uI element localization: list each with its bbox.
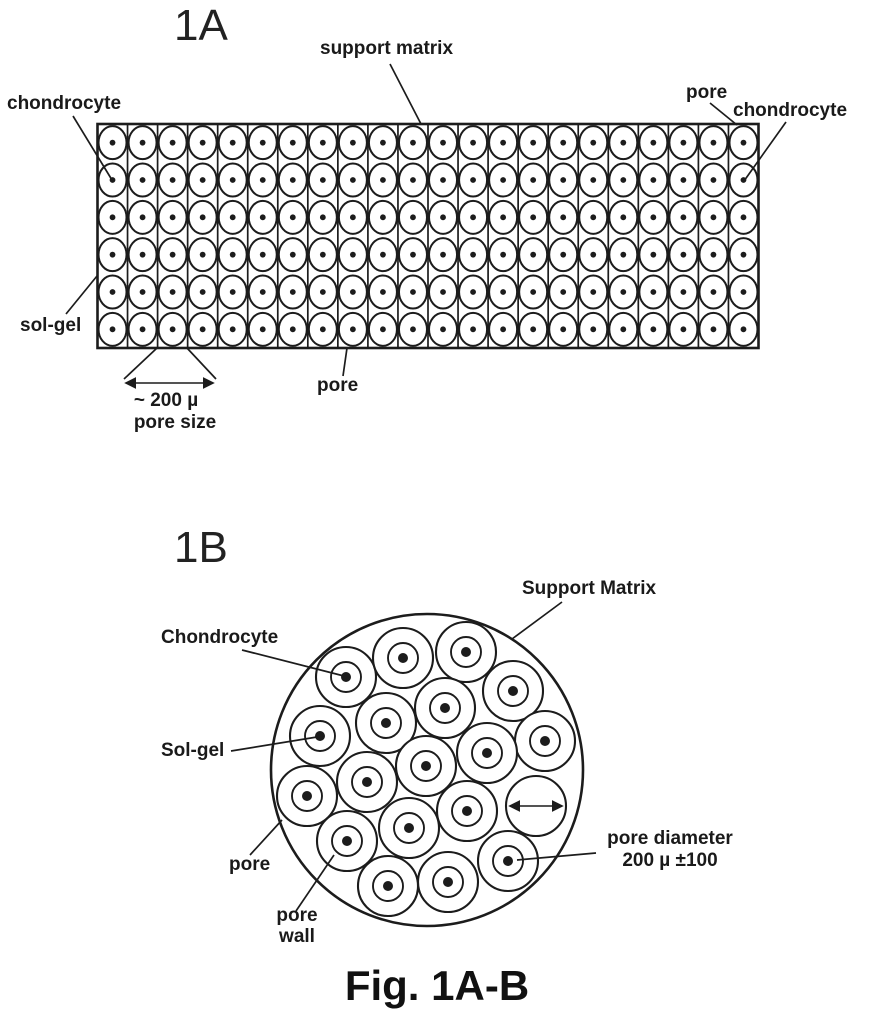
fig1a-leader-lines: [65, 63, 787, 389]
pore-size-label: pore size: [133, 412, 217, 433]
pore-b-leader-line: [249, 819, 283, 856]
pore-diameter-label: pore diameter: [607, 828, 733, 849]
support-matrix-grid: [96, 122, 760, 350]
pore-bottom-label: pore: [317, 375, 359, 396]
chondrocyte-left-label: chondrocyte: [7, 93, 122, 114]
support-matrix-label: support matrix: [320, 38, 454, 59]
panel-1a-label: 1A: [174, 1, 228, 50]
pore-size-funnel-left: [123, 347, 158, 380]
pore-wall-line2: wall: [279, 926, 315, 947]
support-matrix-b-leader-line: [511, 601, 563, 640]
scaffold-cross-section: [269, 612, 585, 928]
sol-gel-leader-line: [65, 275, 98, 315]
pore-diameter-value: 200 µ ±100: [622, 850, 718, 871]
sol-gel-b-leader-line: [230, 736, 318, 752]
pore-top-leader-line: [709, 102, 738, 126]
support-matrix-leader-line: [389, 63, 422, 125]
pore-size-value-label: ~ 200 µ: [133, 390, 199, 411]
fig1b-leader-lines: [230, 601, 597, 912]
panel-1b-label: 1B: [174, 523, 228, 572]
sol-gel-label: sol-gel: [20, 315, 82, 336]
pore-top-label: pore: [686, 82, 728, 103]
chondrocyte-right-leader-line: [743, 121, 787, 182]
pore-size-funnel-right: [186, 347, 217, 380]
pore-wall-leader-line: [295, 854, 335, 912]
pore-diameter-leader-line: [516, 852, 597, 861]
pore-wall-line1: pore: [276, 905, 318, 926]
pore-bottom-leader-line: [342, 347, 348, 377]
chondrocyte-left-leader-line: [72, 115, 113, 181]
pore-wall-label: pore wall: [257, 905, 337, 947]
pore-b-label: pore: [229, 854, 271, 875]
sol-gel-b-label: Sol-gel: [161, 740, 225, 761]
support-matrix-b-label: Support Matrix: [522, 578, 657, 599]
chondrocyte-b-leader-line: [241, 649, 345, 677]
chondrocyte-b-label: Chondrocyte: [161, 627, 279, 648]
chondrocyte-right-label: chondrocyte: [733, 100, 848, 121]
figure-caption: Fig. 1A-B: [344, 962, 530, 1009]
